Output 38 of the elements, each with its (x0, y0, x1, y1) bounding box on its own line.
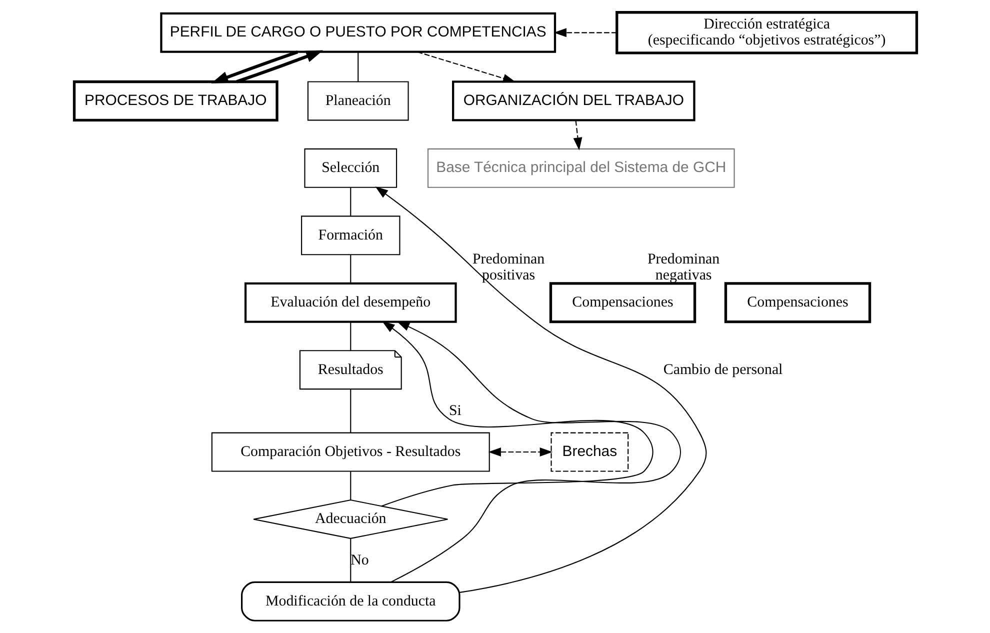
arrow (416, 51, 516, 83)
arrow (390, 321, 680, 583)
arrow (488, 448, 552, 456)
node-box: ORGANIZACIÓN DEL TRABAJO (452, 80, 695, 122)
arrow (374, 186, 706, 593)
node-box: Compensaciones (724, 282, 871, 324)
connector (350, 254, 351, 284)
node-box: Planeación (306, 81, 408, 121)
arrow (553, 28, 616, 38)
edge-label: Cambio de personal (662, 362, 782, 378)
node-box: Formación (300, 216, 400, 256)
node-box: PERFIL DE CARGO O PUESTO POR COMPETENCIAS (160, 12, 556, 53)
connector (350, 322, 351, 350)
arrow (236, 50, 323, 84)
node-box: Base Técnica principal del Sistema de GCH (426, 148, 734, 188)
node-box: Comparación Objetivos - Resultados (210, 432, 490, 472)
node-box: Dirección estratégica (especificando “objetivos estratégicos”) (615, 11, 918, 54)
node-label: Predominan (647, 251, 720, 268)
node-box: Brechas (550, 432, 628, 472)
connector (350, 188, 351, 216)
edge-label: Si (448, 402, 461, 419)
node-label: positivas (482, 267, 535, 284)
node-label: negativas (654, 267, 712, 284)
node-box: Evaluación del desempeño (244, 282, 456, 323)
connector (357, 52, 358, 82)
node-box: PROCESOS DE TRABAJO (72, 80, 278, 122)
connector (350, 389, 351, 433)
node-label: Predominan (472, 251, 544, 268)
arrow (572, 120, 582, 150)
node-diamond: Adecuación (252, 500, 448, 539)
connector (350, 538, 351, 582)
node-box: Modificación de la conducta (240, 581, 460, 622)
arrow (210, 50, 298, 84)
arrow (380, 321, 653, 507)
connector (350, 472, 351, 500)
node-box: Selección (304, 148, 397, 188)
node-box: Compensaciones (548, 282, 696, 324)
edge-label: No (350, 552, 368, 568)
